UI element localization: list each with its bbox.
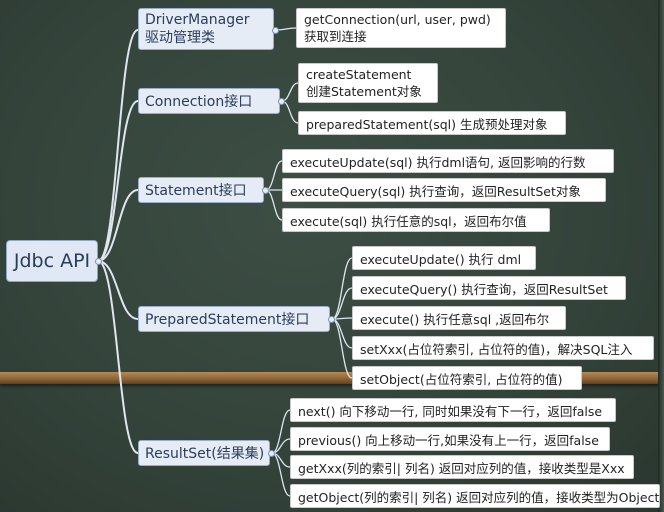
branch-preparedstatement[interactable]: PreparedStatement接口: [138, 306, 330, 332]
branch-preparedstatement-title: PreparedStatement接口: [145, 312, 310, 328]
leaf-getconnection-line2: 获取到连接: [304, 29, 367, 44]
leaf-executeupdate[interactable]: executeUpdate() 执行 dml: [352, 246, 536, 270]
branch-connection[interactable]: Connection接口: [138, 88, 280, 114]
branch-drivermanager[interactable]: DriverManager 驱动管理类: [138, 8, 274, 50]
branch-resultset[interactable]: ResultSet(结果集): [138, 440, 270, 466]
connector-root-statement: [97, 189, 139, 262]
leaf-execute-sql-text: execute(sql) 执行任意的sql，返回布尔值: [290, 213, 527, 229]
leaf-setobject-text: setObject(占位符索引, 占位符的值): [360, 371, 563, 387]
leaf-execute-sql[interactable]: execute(sql) 执行任意的sql，返回布尔值: [282, 208, 550, 232]
connector-root-resultset: [97, 260, 139, 454]
leaf-preparedstatement-method-text: preparedStatement(sql) 生成预处理对象: [306, 116, 548, 132]
connector-ps-leaf4: [331, 318, 353, 349]
leaf-getxxx[interactable]: getXxx(列的索引| 列名) 返回对应列的值，接收类型是Xxx: [290, 455, 634, 479]
leaf-executequery-text: executeQuery() 执行查询，返回ResultSet: [360, 281, 608, 297]
leaf-executeupdate-sql[interactable]: executeUpdate(sql) 执行dml语句, 返回影响的行数: [282, 149, 614, 173]
leaf-setobject[interactable]: setObject(占位符索引, 占位符的值): [352, 366, 582, 390]
collapse-toggle-preparedstatement[interactable]: [328, 316, 335, 323]
connector-conn-leaf1: [281, 82, 299, 102]
connector-stmt-leaf3: [265, 189, 283, 221]
leaf-createstatement[interactable]: createStatement 创建Statement对象: [298, 63, 438, 103]
leaf-executequery-sql[interactable]: executeQuery(sql) 执行查询，返回ResultSet对象: [282, 178, 606, 202]
leaf-preparedstatement-method[interactable]: preparedStatement(sql) 生成预处理对象: [298, 111, 566, 135]
leaf-previous[interactable]: previous() 向上移动一行,如果没有上一行，返回false: [290, 427, 610, 451]
leaf-executeupdate-text: executeUpdate() 执行 dml: [360, 251, 522, 267]
leaf-setxxx-text: setXxx(占位符索引, 占位符的值)，解决SQL注入: [360, 341, 633, 357]
connector-dm-leaf1: [275, 27, 297, 31]
connector-root-preparedstatement: [97, 260, 139, 320]
board-frame-edge: [658, 0, 664, 512]
leaf-createstatement-line1: createStatement: [306, 67, 412, 82]
connector-root-connection: [97, 100, 139, 262]
branch-statement[interactable]: Statement接口: [138, 177, 264, 203]
connector-ps-leaf5: [331, 318, 353, 379]
leaf-executequery-sql-text: executeQuery(sql) 执行查询，返回ResultSet对象: [290, 183, 581, 199]
branch-resultset-title: ResultSet(结果集): [145, 446, 265, 462]
leaf-next-text: next() 向下移动一行, 同时如果没有下一行，返回false: [298, 403, 603, 419]
leaf-next[interactable]: next() 向下移动一行, 同时如果没有下一行，返回false: [290, 398, 616, 422]
connector-conn-leaf2: [281, 100, 299, 124]
connector-ps-leaf2: [331, 287, 353, 320]
branch-drivermanager-subtitle: 驱动管理类: [145, 30, 215, 46]
connector-root-drivermanager: [97, 29, 139, 262]
connector-stmt-leaf1: [265, 160, 283, 191]
leaf-executeupdate-sql-text: executeUpdate(sql) 执行dml语句, 返回影响的行数: [290, 154, 586, 170]
leaf-getobject[interactable]: getObject(列的索引| 列名) 返回对应列的值，接收类型为Object: [290, 484, 660, 508]
leaf-executequery[interactable]: executeQuery() 执行查询，返回ResultSet: [352, 276, 626, 300]
collapse-toggle-drivermanager[interactable]: [272, 27, 279, 34]
leaf-previous-text: previous() 向上移动一行,如果没有上一行，返回false: [298, 432, 599, 448]
collapse-toggle-resultset[interactable]: [268, 450, 275, 457]
collapse-toggle-root[interactable]: [95, 258, 102, 265]
collapse-toggle-statement[interactable]: [262, 187, 269, 194]
leaf-setxxx[interactable]: setXxx(占位符索引, 占位符的值)，解决SQL注入: [352, 336, 654, 360]
leaf-getobject-text: getObject(列的索引| 列名) 返回对应列的值，接收类型为Object: [298, 489, 660, 505]
leaf-createstatement-line2: 创建Statement对象: [306, 84, 422, 99]
leaf-execute[interactable]: execute() 执行任意sql ,返回布尔: [352, 306, 566, 330]
leaf-getconnection-line1: getConnection(url, user, pwd): [304, 12, 491, 27]
leaf-getxxx-text: getXxx(列的索引| 列名) 返回对应列的值，接收类型是Xxx: [298, 460, 625, 476]
leaf-getconnection[interactable]: getConnection(url, user, pwd) 获取到连接: [296, 8, 506, 48]
branch-statement-title: Statement接口: [145, 183, 247, 199]
leaf-execute-text: execute() 执行任意sql ,返回布尔: [360, 311, 550, 327]
branch-connection-title: Connection接口: [145, 94, 253, 110]
collapse-toggle-connection[interactable]: [278, 98, 285, 105]
branch-drivermanager-title: DriverManager: [145, 12, 250, 28]
root-node-jdbc-api[interactable]: Jdbc API: [6, 240, 98, 282]
root-node-label: Jdbc API: [13, 250, 91, 272]
